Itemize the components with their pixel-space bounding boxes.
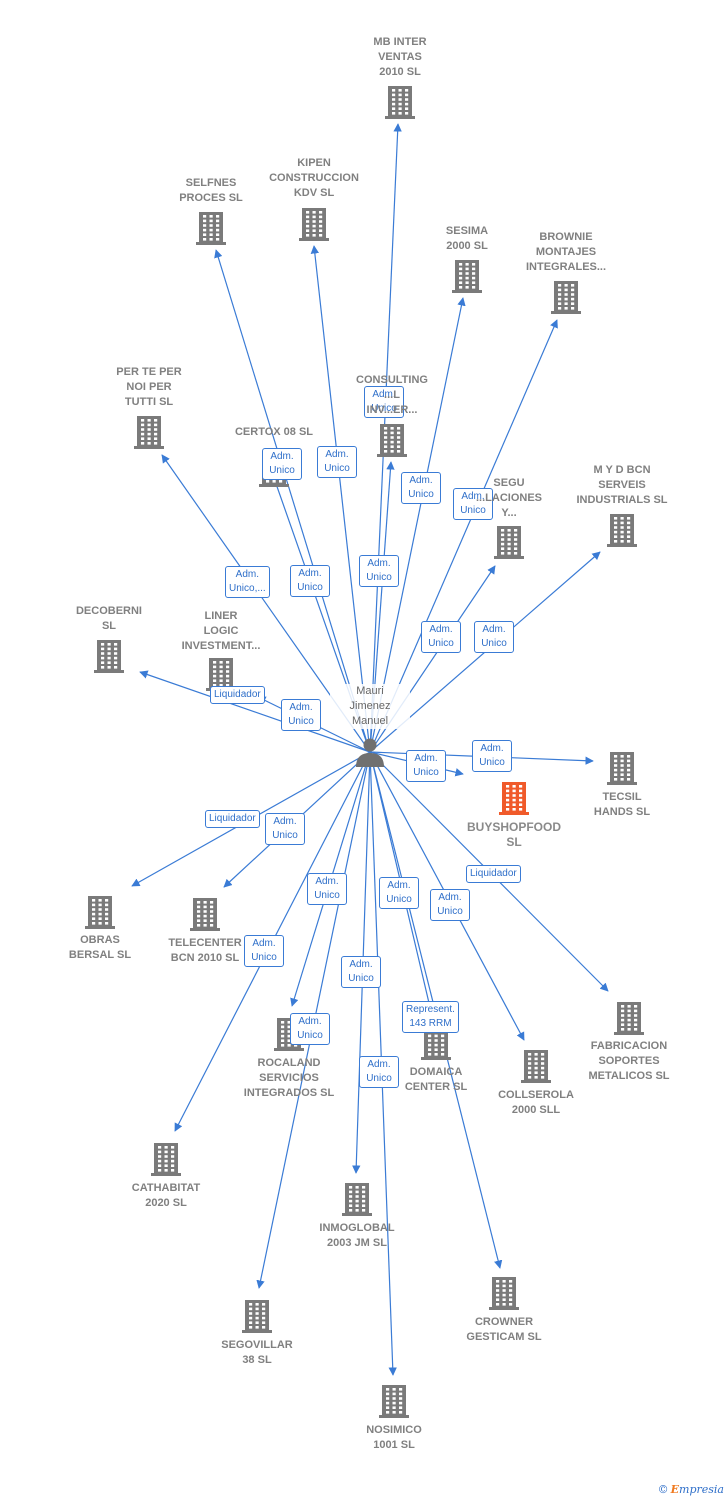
- relation-label-telecenter[interactable]: Adm. Unico: [265, 813, 305, 845]
- relation-label-fabricacion[interactable]: Liquidador: [466, 865, 521, 883]
- company-name-sesima[interactable]: SESIMA 2000 SL: [445, 225, 489, 252]
- building-icon[interactable]: [385, 86, 415, 119]
- company-name-domaica[interactable]: DOMAICA CENTER SL: [404, 1066, 468, 1093]
- company-name-collserola[interactable]: COLLSEROLA 2000 SLL: [498, 1089, 574, 1116]
- building-icon[interactable]: [607, 514, 637, 547]
- relation-label-mydbcn[interactable]: Adm. Unico: [474, 621, 514, 653]
- building-icon[interactable]: [452, 260, 482, 293]
- company-name-brownie[interactable]: BROWNIE MONTAJES INTEGRALES...: [525, 231, 607, 273]
- building-icon[interactable]: [551, 281, 581, 314]
- relation-label-cathabitat[interactable]: Adm. Unico: [244, 935, 284, 967]
- building-icon[interactable]: [614, 1002, 644, 1035]
- relation-label-certox[interactable]: Adm. Unico: [290, 565, 330, 597]
- relation-label-nosimico[interactable]: Adm. Unico: [359, 1056, 399, 1088]
- company-name-fabricacion[interactable]: FABRICACION SOPORTES METALICOS SL: [588, 1040, 670, 1082]
- company-name-buyshopfood[interactable]: BUYSHOPFOOD SL: [466, 820, 561, 849]
- brand-name: mpresia: [679, 1483, 724, 1496]
- building-icon[interactable]: [379, 1385, 409, 1418]
- relation-label-obras[interactable]: Liquidador: [205, 810, 260, 828]
- company-name-rocaland[interactable]: ROCALAND SERVICIOS INTEGRADOS SL: [243, 1057, 335, 1099]
- relation-label-kipen[interactable]: Adm. Unico: [317, 446, 357, 478]
- company-name-mb-inter[interactable]: MB INTER VENTAS 2010 SL: [373, 36, 427, 78]
- company-name-telecenter[interactable]: TELECENTER BCN 2010 SL: [168, 937, 242, 964]
- building-icon[interactable]: [206, 658, 236, 691]
- relation-label-rocaland[interactable]: Adm. Unico: [307, 873, 347, 905]
- building-icon[interactable]: [196, 212, 226, 245]
- relation-edge-selfnes: [214, 249, 371, 753]
- company-name-kipen[interactable]: KIPEN CONSTRUCCION KDV SL: [269, 157, 359, 199]
- company-name-perteper[interactable]: PER TE PER NOI PER TUTTI SL: [116, 366, 182, 408]
- building-icon[interactable]: [190, 898, 220, 931]
- building-icon[interactable]: [377, 424, 407, 457]
- building-icon[interactable]: [85, 896, 115, 929]
- relation-label-sesima[interactable]: Adm. Unico: [401, 472, 441, 504]
- relation-label-brownie[interactable]: Adm. Unico: [453, 488, 493, 520]
- company-name-crowner[interactable]: CROWNER GESTICAM SL: [466, 1316, 542, 1343]
- relation-label-liner[interactable]: Adm. Unico: [281, 699, 321, 731]
- building-icon[interactable]: [499, 782, 529, 815]
- building-icon[interactable]: [494, 526, 524, 559]
- relation-label-segu[interactable]: Adm. Unico: [421, 621, 461, 653]
- building-icon[interactable]: [489, 1277, 519, 1310]
- company-name-mydbcn[interactable]: M Y D BCN SERVEIS INDUSTRIALS SL: [576, 464, 668, 506]
- relation-label-buyshopfood[interactable]: Adm. Unico: [406, 750, 446, 782]
- person-name[interactable]: Mauri Jimenez Manuel: [330, 684, 410, 729]
- company-name-selfnes[interactable]: SELFNES PROCES SL: [179, 177, 243, 204]
- relation-label-mb-inter[interactable]: Adm. Unico: [364, 386, 404, 418]
- company-name-liner[interactable]: LINER LOGIC INVESTMENT...: [181, 610, 261, 652]
- relation-label-segovillar[interactable]: Adm. Unico: [290, 1013, 330, 1045]
- person-icon[interactable]: [356, 738, 384, 768]
- brand-initial: E: [670, 1483, 680, 1496]
- building-icon[interactable]: [521, 1050, 551, 1083]
- building-icon[interactable]: [134, 416, 164, 449]
- building-icon[interactable]: [342, 1183, 372, 1216]
- relation-edge-kipen: [310, 245, 371, 753]
- relation-edge-sesima: [369, 297, 466, 753]
- company-name-nosimico[interactable]: NOSIMICO 1001 SL: [366, 1424, 422, 1451]
- relation-label-tecsil[interactable]: Adm. Unico: [472, 740, 512, 772]
- building-icon[interactable]: [299, 208, 329, 241]
- relation-label-domaica[interactable]: Adm. Unico: [379, 877, 419, 909]
- company-name-segovillar[interactable]: SEGOVILLAR 38 SL: [221, 1339, 293, 1366]
- company-name-consulting[interactable]: CONSULTING ...L INV...ER...: [356, 374, 428, 416]
- building-icon[interactable]: [607, 752, 637, 785]
- company-name-obras[interactable]: OBRAS BERSAL SL: [68, 934, 132, 961]
- company-name-tecsil[interactable]: TECSIL HANDS SL: [593, 791, 651, 818]
- relation-label-decoberni[interactable]: Liquidador: [210, 686, 265, 704]
- company-name-certox[interactable]: CERTOX 08 SL: [234, 426, 314, 438]
- company-name-inmoglobal[interactable]: INMOGLOBAL 2003 JM SL: [319, 1222, 395, 1249]
- nodes: [85, 86, 644, 1418]
- relation-label-crowner[interactable]: Represent. 143 RRM: [402, 1001, 459, 1033]
- relation-label-selfnes[interactable]: Adm. Unico: [262, 448, 302, 480]
- building-icon[interactable]: [242, 1300, 272, 1333]
- company-name-segu[interactable]: SEGU ...LACIONES Y...: [475, 477, 542, 519]
- building-icon[interactable]: [94, 640, 124, 673]
- building-icon[interactable]: [151, 1143, 181, 1176]
- relation-label-collserola[interactable]: Adm. Unico: [430, 889, 470, 921]
- relation-edge-decoberni: [139, 670, 371, 753]
- copyright-symbol: ©: [657, 1483, 669, 1496]
- company-name-decoberni[interactable]: DECOBERNI SL: [75, 605, 142, 632]
- relation-label-perteper[interactable]: Adm. Unico,...: [225, 566, 270, 598]
- relation-label-consulting[interactable]: Adm. Unico: [359, 555, 399, 587]
- company-name-cathabitat[interactable]: CATHABITAT 2020 SL: [131, 1182, 201, 1209]
- relation-label-inmoglobal[interactable]: Adm. Unico: [341, 956, 381, 988]
- relation-edge-brownie: [369, 319, 558, 753]
- empresia-logo[interactable]: ©Empresia: [658, 1483, 724, 1496]
